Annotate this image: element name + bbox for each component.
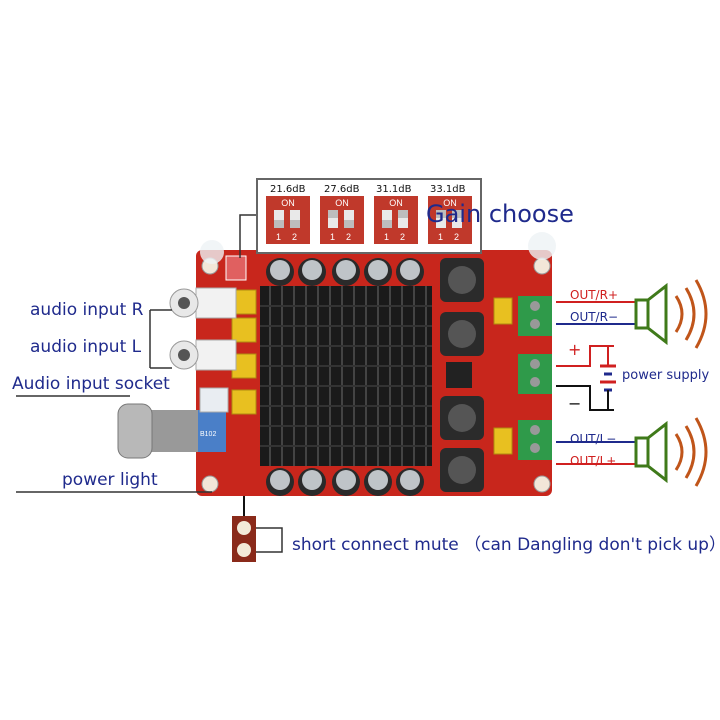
speaker-right-icon: [634, 282, 668, 346]
dip-switch-33-1[interactable]: ON 1 2: [428, 196, 472, 244]
mute-label: short connect mute （can Dangling don't p…: [292, 535, 720, 555]
out-l-plus-label: OUT/L+: [570, 454, 617, 468]
gain-label-21-6: 21.6dB: [270, 184, 306, 195]
dip-toggle-2: [452, 210, 462, 228]
dip-on-label: ON: [389, 198, 403, 208]
mute-header: [232, 496, 256, 562]
power-supply-symbol: [600, 346, 616, 410]
audio-input-l-label: audio input L: [30, 337, 142, 357]
power-light-label: power light: [62, 470, 158, 490]
inductors: [440, 258, 484, 492]
dip-switch-31-1[interactable]: ON 1 2: [374, 196, 418, 244]
capacitors-bottom: [266, 468, 424, 496]
dip-num-1: 1: [276, 232, 282, 242]
dip-num-2: 2: [400, 232, 406, 242]
supply-plus-label: +: [568, 340, 582, 359]
dip-on-label: ON: [443, 198, 457, 208]
dip-toggle-2: [344, 210, 354, 228]
dip-toggle-2: [290, 210, 300, 228]
gain-select-panel: 21.6dB 27.6dB 31.1dB 33.1dB ON 1 2 ON 1 …: [256, 178, 482, 254]
volume-knob: [117, 387, 229, 459]
sound-wave-icon: [674, 279, 708, 487]
dip-toggle-1: [274, 210, 284, 228]
heatsink: [260, 286, 432, 466]
pot-label: B102: [200, 431, 216, 438]
gain-label-27-6: 27.6dB: [324, 184, 360, 195]
dip-toggle-1: [436, 210, 446, 228]
dip-toggle-1: [382, 210, 392, 228]
dip-on-label: ON: [281, 198, 295, 208]
speaker-left-icon: [634, 420, 668, 484]
dip-toggle-1: [328, 210, 338, 228]
dip-num-1: 1: [384, 232, 390, 242]
dip-on-label: ON: [335, 198, 349, 208]
gain-label-33-1: 33.1dB: [430, 184, 466, 195]
audio-input-r-label: audio input R: [30, 300, 144, 320]
gain-label-31-1: 31.1dB: [376, 184, 412, 195]
wires-right: [556, 301, 636, 465]
out-l-minus-label: OUT/L−: [570, 432, 617, 446]
audio-input-socket-label: Audio input socket: [12, 374, 170, 394]
dip-num-2: 2: [454, 232, 460, 242]
dip-switch-21-6[interactable]: ON 1 2: [266, 196, 310, 244]
supply-minus-label: −: [568, 394, 582, 413]
dip-toggle-2: [398, 210, 408, 228]
dip-switch-27-6[interactable]: ON 1 2: [320, 196, 364, 244]
onboard-dip-switch: [225, 255, 247, 281]
dip-num-1: 1: [438, 232, 444, 242]
leader-lines: [16, 214, 283, 553]
rca-sockets: [169, 287, 237, 371]
dip-num-2: 2: [346, 232, 352, 242]
dip-num-2: 2: [292, 232, 298, 242]
out-r-plus-label: OUT/R+: [570, 288, 618, 302]
dip-num-1: 1: [330, 232, 336, 242]
yellow-capacitors: [231, 289, 513, 455]
capacitors-top: [266, 258, 424, 286]
gain-choose-title: Gain choose: [426, 200, 574, 228]
power-supply-label: power supply: [622, 368, 710, 383]
out-r-minus-label: OUT/R−: [570, 310, 618, 324]
terminal-blocks: [518, 296, 552, 460]
